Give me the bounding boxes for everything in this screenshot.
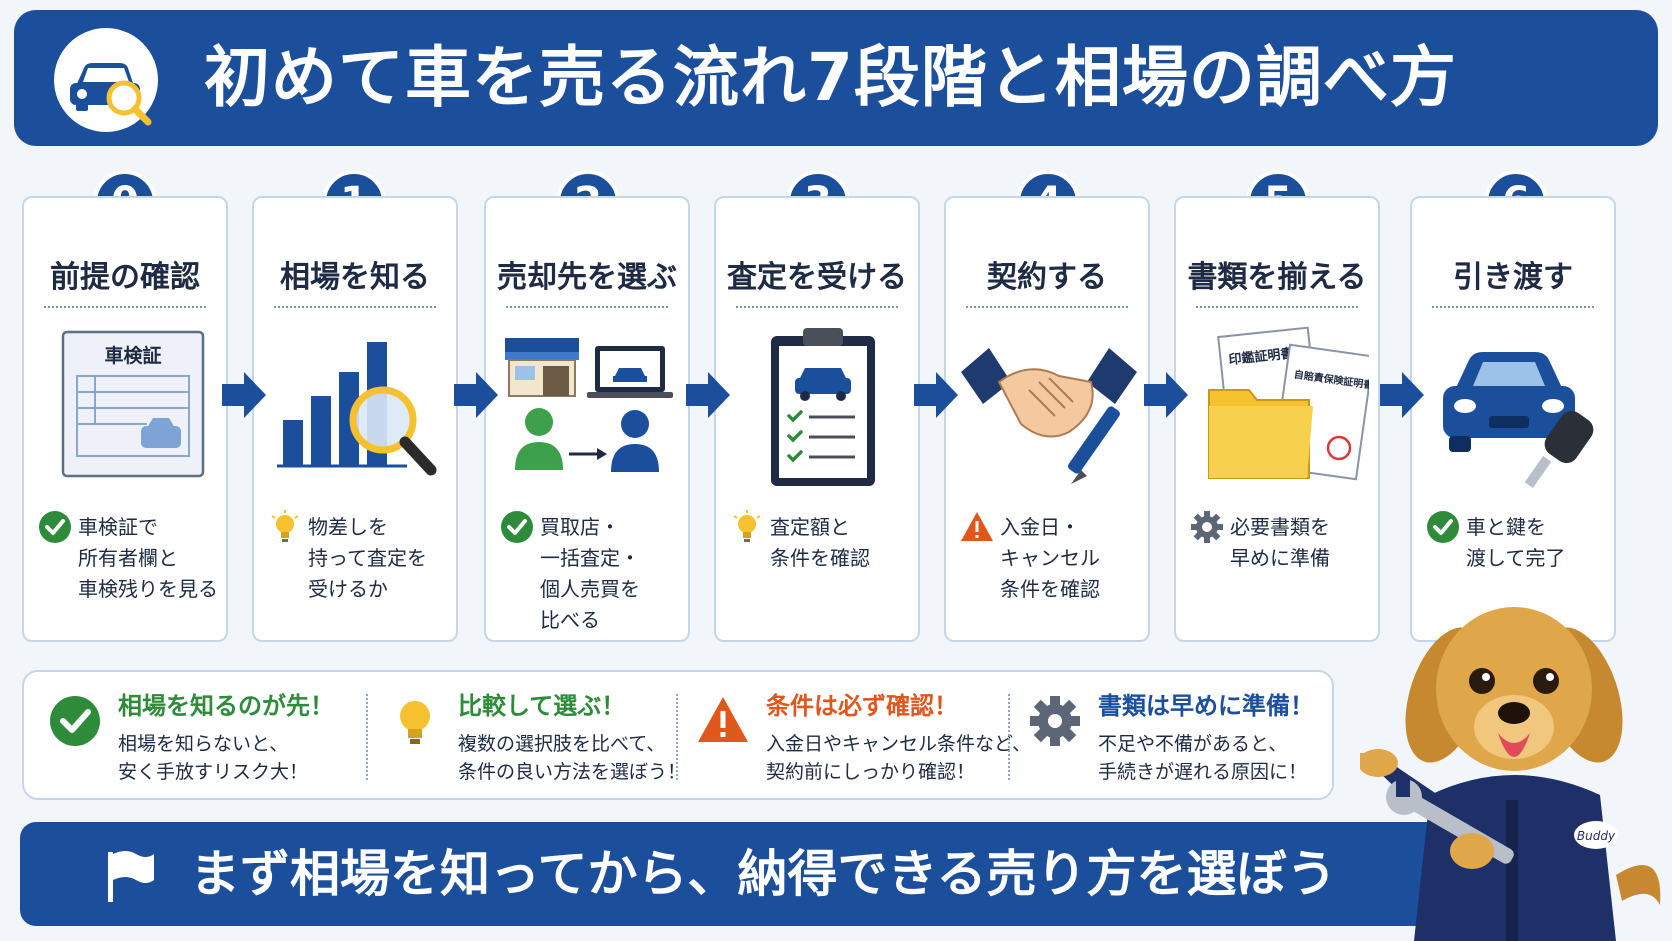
step-card-0: 前提の確認 車検証 車検証で 所有者欄と 車検残りを見る: [22, 196, 228, 642]
arrow-right-icon: [1380, 372, 1424, 418]
tip-title: 条件は必ず確認！: [766, 692, 958, 720]
certificate-label: 車検証: [104, 344, 161, 367]
clipboard-checklist-icon: [771, 328, 875, 486]
divider: [736, 306, 898, 308]
tip-title: 比較して選ぶ！: [458, 692, 626, 720]
check-icon: [1427, 511, 1459, 543]
step-note-text: 必要書類を 早めに準備: [1230, 515, 1330, 570]
divider: [1196, 306, 1358, 308]
step-note-text: 買取店・ 一括査定・ 個人売買を 比べる: [540, 515, 640, 632]
store-online-person-icon: [505, 338, 673, 472]
dog-mascot-illustration: Buddy: [1360, 607, 1661, 941]
step-title: 契約する: [987, 260, 1107, 295]
footer-banner: まず相場を知ってから、納得できる売り方を選ぼう: [20, 822, 1480, 926]
gear-icon: [1191, 511, 1223, 543]
step-card-2: 売却先を選ぶ 買取店・ 一括査定・ 個人売買を 比べる: [484, 196, 690, 642]
car-key-icon: [1443, 352, 1594, 488]
divider: [274, 306, 436, 308]
arrow-right-icon: [1144, 372, 1188, 418]
header-banner: 初めて車を売る流れ7段階と相場の調べ方: [14, 10, 1658, 146]
step-note-text: 入金日・ キャンセル 条件を確認: [1000, 515, 1100, 601]
lightbulb-icon: [733, 510, 761, 542]
tip-body: 相場を知らないと、 安く手放すリスク大！: [118, 733, 309, 783]
lightbulb-icon: [400, 701, 430, 744]
handshake-pen-icon: [961, 348, 1137, 484]
tip-body: 複数の選択肢を比べて、 条件の良い方法を選ぼう！: [458, 733, 687, 783]
step-card-5: 書類を揃える 印鑑証明書 自賠責保険証明書 必要書類を 早めに準備: [1174, 196, 1380, 642]
flag-icon: [108, 851, 154, 902]
seal-certificate-label: 印鑑証明書: [1228, 345, 1294, 368]
step-card-3: 査定を受ける 査定額と 条件を確認: [714, 196, 920, 642]
divider: [44, 306, 206, 308]
page-title: 初めて車を売る流れ7段階と相場の調べ方: [204, 39, 1457, 116]
tips-box: 相場を知るのが先！ 相場を知らないと、 安く手放すリスク大！ 比較して選ぶ！ 複…: [22, 670, 1334, 800]
step-title: 相場を知る: [280, 260, 430, 295]
divider: [1432, 306, 1594, 308]
arrow-right-icon: [222, 372, 266, 418]
warning-icon: [961, 512, 993, 541]
tip-separator: [366, 694, 368, 780]
step-title: 書類を揃える: [1187, 260, 1367, 295]
step-card-1: 相場を知る 物差しを 持って査定を 受けるか: [252, 196, 458, 642]
step-title: 引き渡す: [1453, 260, 1573, 295]
gear-icon: [1030, 696, 1080, 746]
divider: [966, 306, 1128, 308]
check-icon: [501, 511, 533, 543]
step-card-4: 契約する 入金日・ キャンセル 条件を確認: [944, 196, 1150, 642]
tip-separator: [1008, 694, 1010, 780]
arrow-right-icon: [914, 372, 958, 418]
arrow-right-icon: [454, 372, 498, 418]
step-note-text: 車と鍵を 渡して完了: [1466, 515, 1566, 570]
step-title: 売却先を選ぶ: [497, 260, 677, 295]
bar-chart-magnifier-icon: [277, 342, 437, 476]
check-icon: [50, 696, 100, 746]
logo: [54, 28, 158, 132]
step-title: 査定を受ける: [727, 260, 907, 295]
tip-body: 入金日やキャンセル条件など、 契約前にしっかり確認！: [766, 733, 1032, 783]
mascot-badge: Buddy: [1577, 829, 1616, 843]
vehicle-inspection-certificate-icon: 車検証: [61, 330, 205, 478]
step-title: 前提の確認: [50, 260, 200, 295]
tip-separator: [676, 694, 678, 780]
tip-body: 不足や不備があると、 手続きが遅れる原因に！: [1098, 733, 1308, 783]
lightbulb-icon: [271, 510, 299, 542]
divider: [506, 306, 668, 308]
step-note-text: 物差しを 持って査定を 受けるか: [308, 515, 427, 601]
documents-folder-icon: 印鑑証明書 自賠責保険証明書: [1208, 326, 1369, 481]
check-icon: [39, 511, 71, 543]
arrow-right-icon: [686, 372, 730, 418]
step-note-text: 車検証で 所有者欄と 車検残りを見る: [78, 515, 218, 601]
step-note-text: 査定額と 条件を確認: [770, 515, 870, 570]
footer-message: まず相場を知ってから、納得できる売り方を選ぼう: [190, 845, 1337, 903]
step-card-6: 引き渡す 車と鍵を 渡して完了: [1410, 196, 1616, 642]
tip-title: 相場を知るのが先！: [118, 692, 334, 720]
warning-icon: [698, 697, 748, 742]
tip-title: 書類は早めに準備！: [1098, 692, 1314, 720]
car-search-icon: [70, 63, 152, 126]
